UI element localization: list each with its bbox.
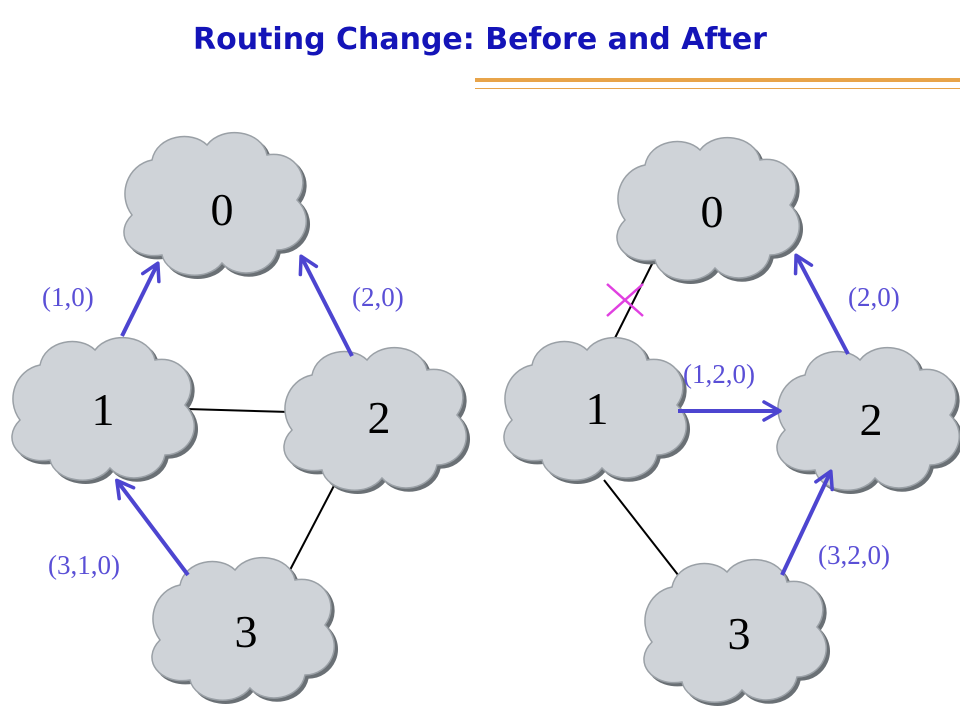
node-label-1-before: 1 <box>92 384 115 435</box>
path-label-2-0: (2,0) <box>352 282 404 312</box>
cloud-node-3-after <box>643 558 827 703</box>
node-label-3-before: 3 <box>235 606 258 657</box>
cloud-node-2-before <box>283 346 467 491</box>
path-label-3-2-0-after: (3,2,0) <box>818 540 890 570</box>
node-label-1-after: 1 <box>586 383 609 434</box>
node-label-2-after: 2 <box>860 394 883 445</box>
link-2-3-before <box>289 477 339 571</box>
link-1-2-before <box>186 408 291 413</box>
path-label-3-1-0: (3,1,0) <box>48 550 120 580</box>
slide-title: Routing Change: Before and After <box>193 22 767 57</box>
route-arrow-2-to-0-after <box>793 253 850 355</box>
cloud-node-1-before <box>11 336 195 481</box>
node-label-0-before: 0 <box>211 184 234 235</box>
link-1-3-after <box>603 479 683 581</box>
node-label-3-after: 3 <box>728 608 751 659</box>
route-arrow-2-to-0 <box>298 254 354 357</box>
title-accent-rule <box>475 78 960 82</box>
route-arrow-3-to-1 <box>115 478 190 577</box>
cloud-node-0-after <box>616 136 800 281</box>
cloud-node-3-before <box>151 556 335 701</box>
route-arrow-1-to-0 <box>120 261 161 337</box>
route-arrow-3-to-2-after <box>780 469 834 576</box>
node-label-0-after: 0 <box>701 186 724 237</box>
cloud-node-1-after <box>503 336 687 481</box>
path-label-1-0: (1,0) <box>42 282 94 312</box>
path-label-1-2-0-after: (1,2,0) <box>683 359 755 389</box>
node-label-2-before: 2 <box>368 392 391 443</box>
path-label-2-0-after: (2,0) <box>848 282 900 312</box>
cloud-node-0-before <box>123 131 307 276</box>
title-accent-rule-thin <box>475 88 960 89</box>
failed-link-0-1-after <box>613 261 654 341</box>
x-icon <box>606 283 644 317</box>
